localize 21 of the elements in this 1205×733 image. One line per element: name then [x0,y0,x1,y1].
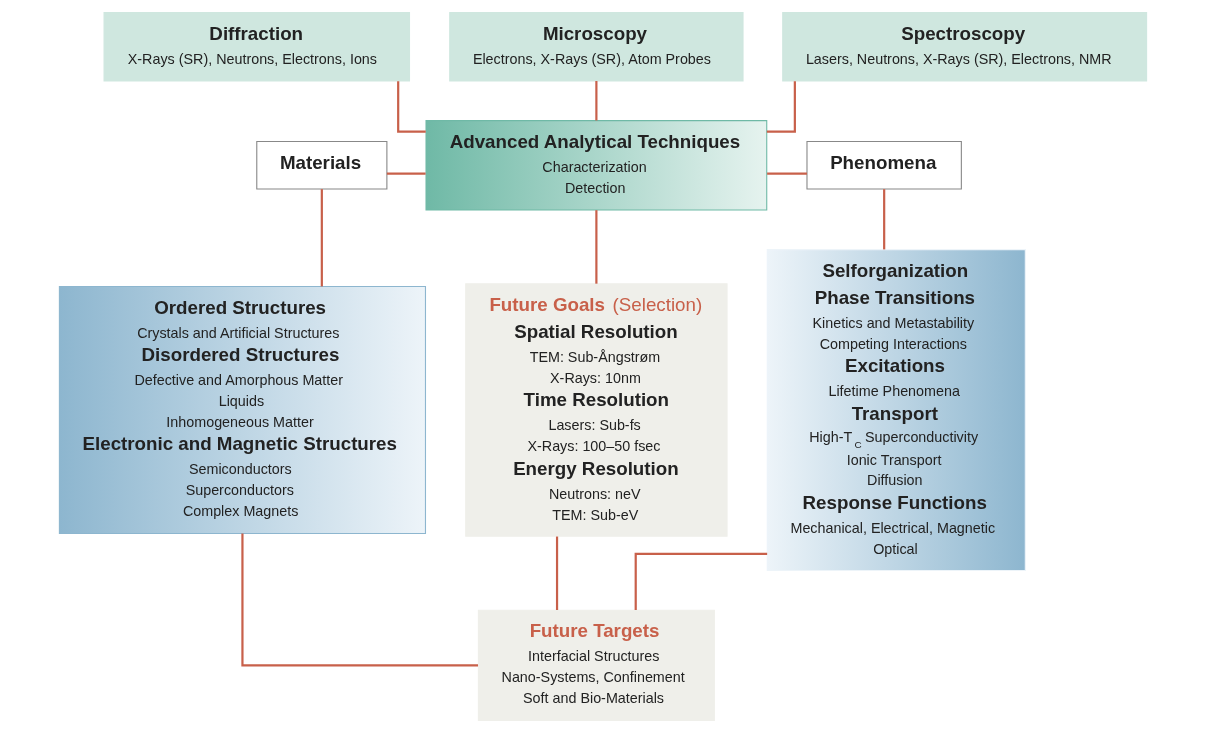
connector [396,81,426,133]
node-box: Microscopy Electrons, X-Rays (SR), Atom Probes [448,12,744,82]
connector [386,172,426,175]
connector [555,536,558,610]
connector [320,189,323,287]
node-box: Phenomena [805,141,962,190]
connector [882,189,885,250]
connector [766,81,796,133]
node-box: Advanced Analytical Techniques Characterization Detection [424,120,767,211]
connector [594,81,597,121]
node-box: Spectroscopy Lasers, Neutrons, X-Rays (SR), Electrons, NMR [781,12,1147,82]
node-box: Diffraction X-Rays (SR), Neutrons, Electrons, Ions [103,12,410,82]
connector [634,552,767,610]
node-box: Materials [255,141,387,190]
node-box: Future Targets Interfacial Structures Nano-Systems, Confinement Soft and Bio-Materials [477,609,715,721]
connector [240,533,478,667]
connector [594,210,597,284]
node-box: Future Goals (Selection) Spatial Resolution TEM: Sub-Ångstrøm X-Rays: 10nm Time Resolution Lasers: Sub-fs X-Rays: 100–50 fsec Energy Resolution Neutrons: neV TEM: Sub-eV [464,283,728,537]
node-box: Ordered Structures Crystals and Artificial Structures Disordered Structures Defective and Amorphous Matter Liquids Inhomogeneous Matter Electronic and Magnetic Structures Semiconductors Superconductors Complex Magnets [58,286,426,535]
connector [766,172,807,175]
node-box: Selforganization Phase Transitions Kinetics and Metastability Competing Interactions Excitations Lifetime Phenomena Transport High-T$_{C}$ Superconductivity Ionic Transport Diffusion Response Functions Mechanical, Electrical, Magnetic Optical [766,249,1026,572]
